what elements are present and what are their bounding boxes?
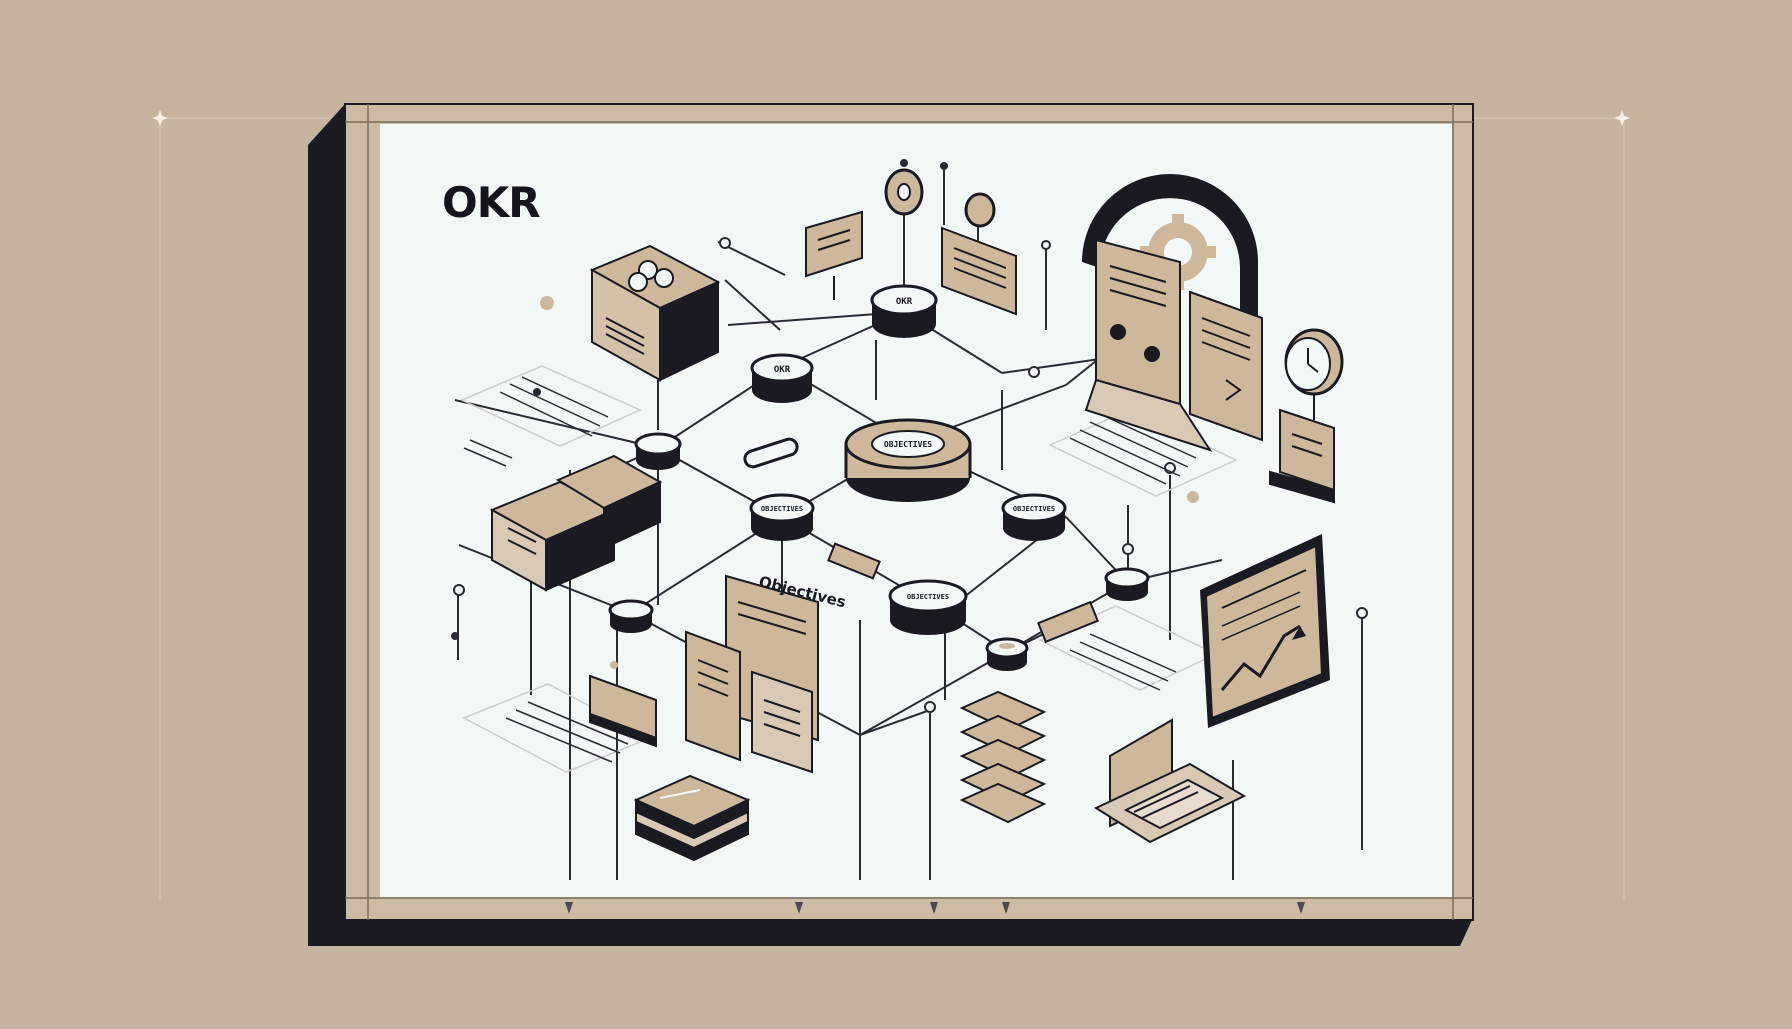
pill-tag-2 (827, 542, 881, 580)
sparkle-right-icon (1614, 110, 1630, 126)
pill-tag-1 (743, 437, 799, 469)
plaque-icon (589, 674, 657, 748)
diagram-title: OKR (442, 178, 541, 227)
objectives-node-lower: OBJECTIVES (888, 579, 968, 635)
objectives-node-lower-label: OBJECTIVES (907, 593, 949, 601)
small-node-1 (634, 432, 682, 470)
stack-icon (959, 690, 1047, 824)
small-node-4 (985, 637, 1029, 671)
objectives-node-center-label: OBJECTIVES (884, 440, 932, 449)
okr-node-top-label: OKR (896, 297, 913, 307)
document-icon-top-2 (941, 226, 1017, 316)
book-stack-icon (633, 774, 751, 862)
dial-icon-top-1 (884, 168, 924, 216)
okr-node-left: OKR (750, 353, 814, 403)
stand-icon-right (1269, 408, 1335, 504)
okr-node-top: OKR (870, 284, 938, 338)
laptop-icon (1093, 718, 1247, 844)
objectives-node-left-label: OBJECTIVES (761, 505, 803, 513)
small-node-2 (608, 599, 654, 633)
board-shadow (308, 104, 1472, 946)
small-node-3 (1104, 567, 1150, 601)
document-stack-icon (685, 574, 819, 774)
box-icon (589, 244, 721, 382)
document-stand-icon-2 (1189, 290, 1263, 442)
dial-icon-top-2 (964, 192, 996, 228)
document-stand-icon-1 (1084, 238, 1213, 452)
chart-icon (1200, 534, 1330, 728)
okr-node-left-label: OKR (774, 365, 791, 375)
stacked-boxes-icon (489, 454, 663, 592)
pill-tag-3 (1036, 600, 1100, 644)
bottom-ticks (565, 902, 1305, 914)
text-panel-left (460, 365, 642, 467)
sparkle-left-icon (152, 110, 168, 126)
clock-icon (1284, 328, 1344, 420)
document-icon-top-1 (805, 210, 863, 300)
objectives-node-center: OBJECTIVES (844, 418, 972, 502)
objectives-node-left: OBJECTIVES (749, 493, 815, 541)
objectives-node-right-label: OBJECTIVES (1013, 505, 1055, 513)
objectives-node-right: OBJECTIVES (1001, 493, 1067, 541)
text-panel-right (1048, 409, 1238, 497)
accent-dots (540, 296, 1199, 669)
connector-dots (453, 237, 1368, 713)
